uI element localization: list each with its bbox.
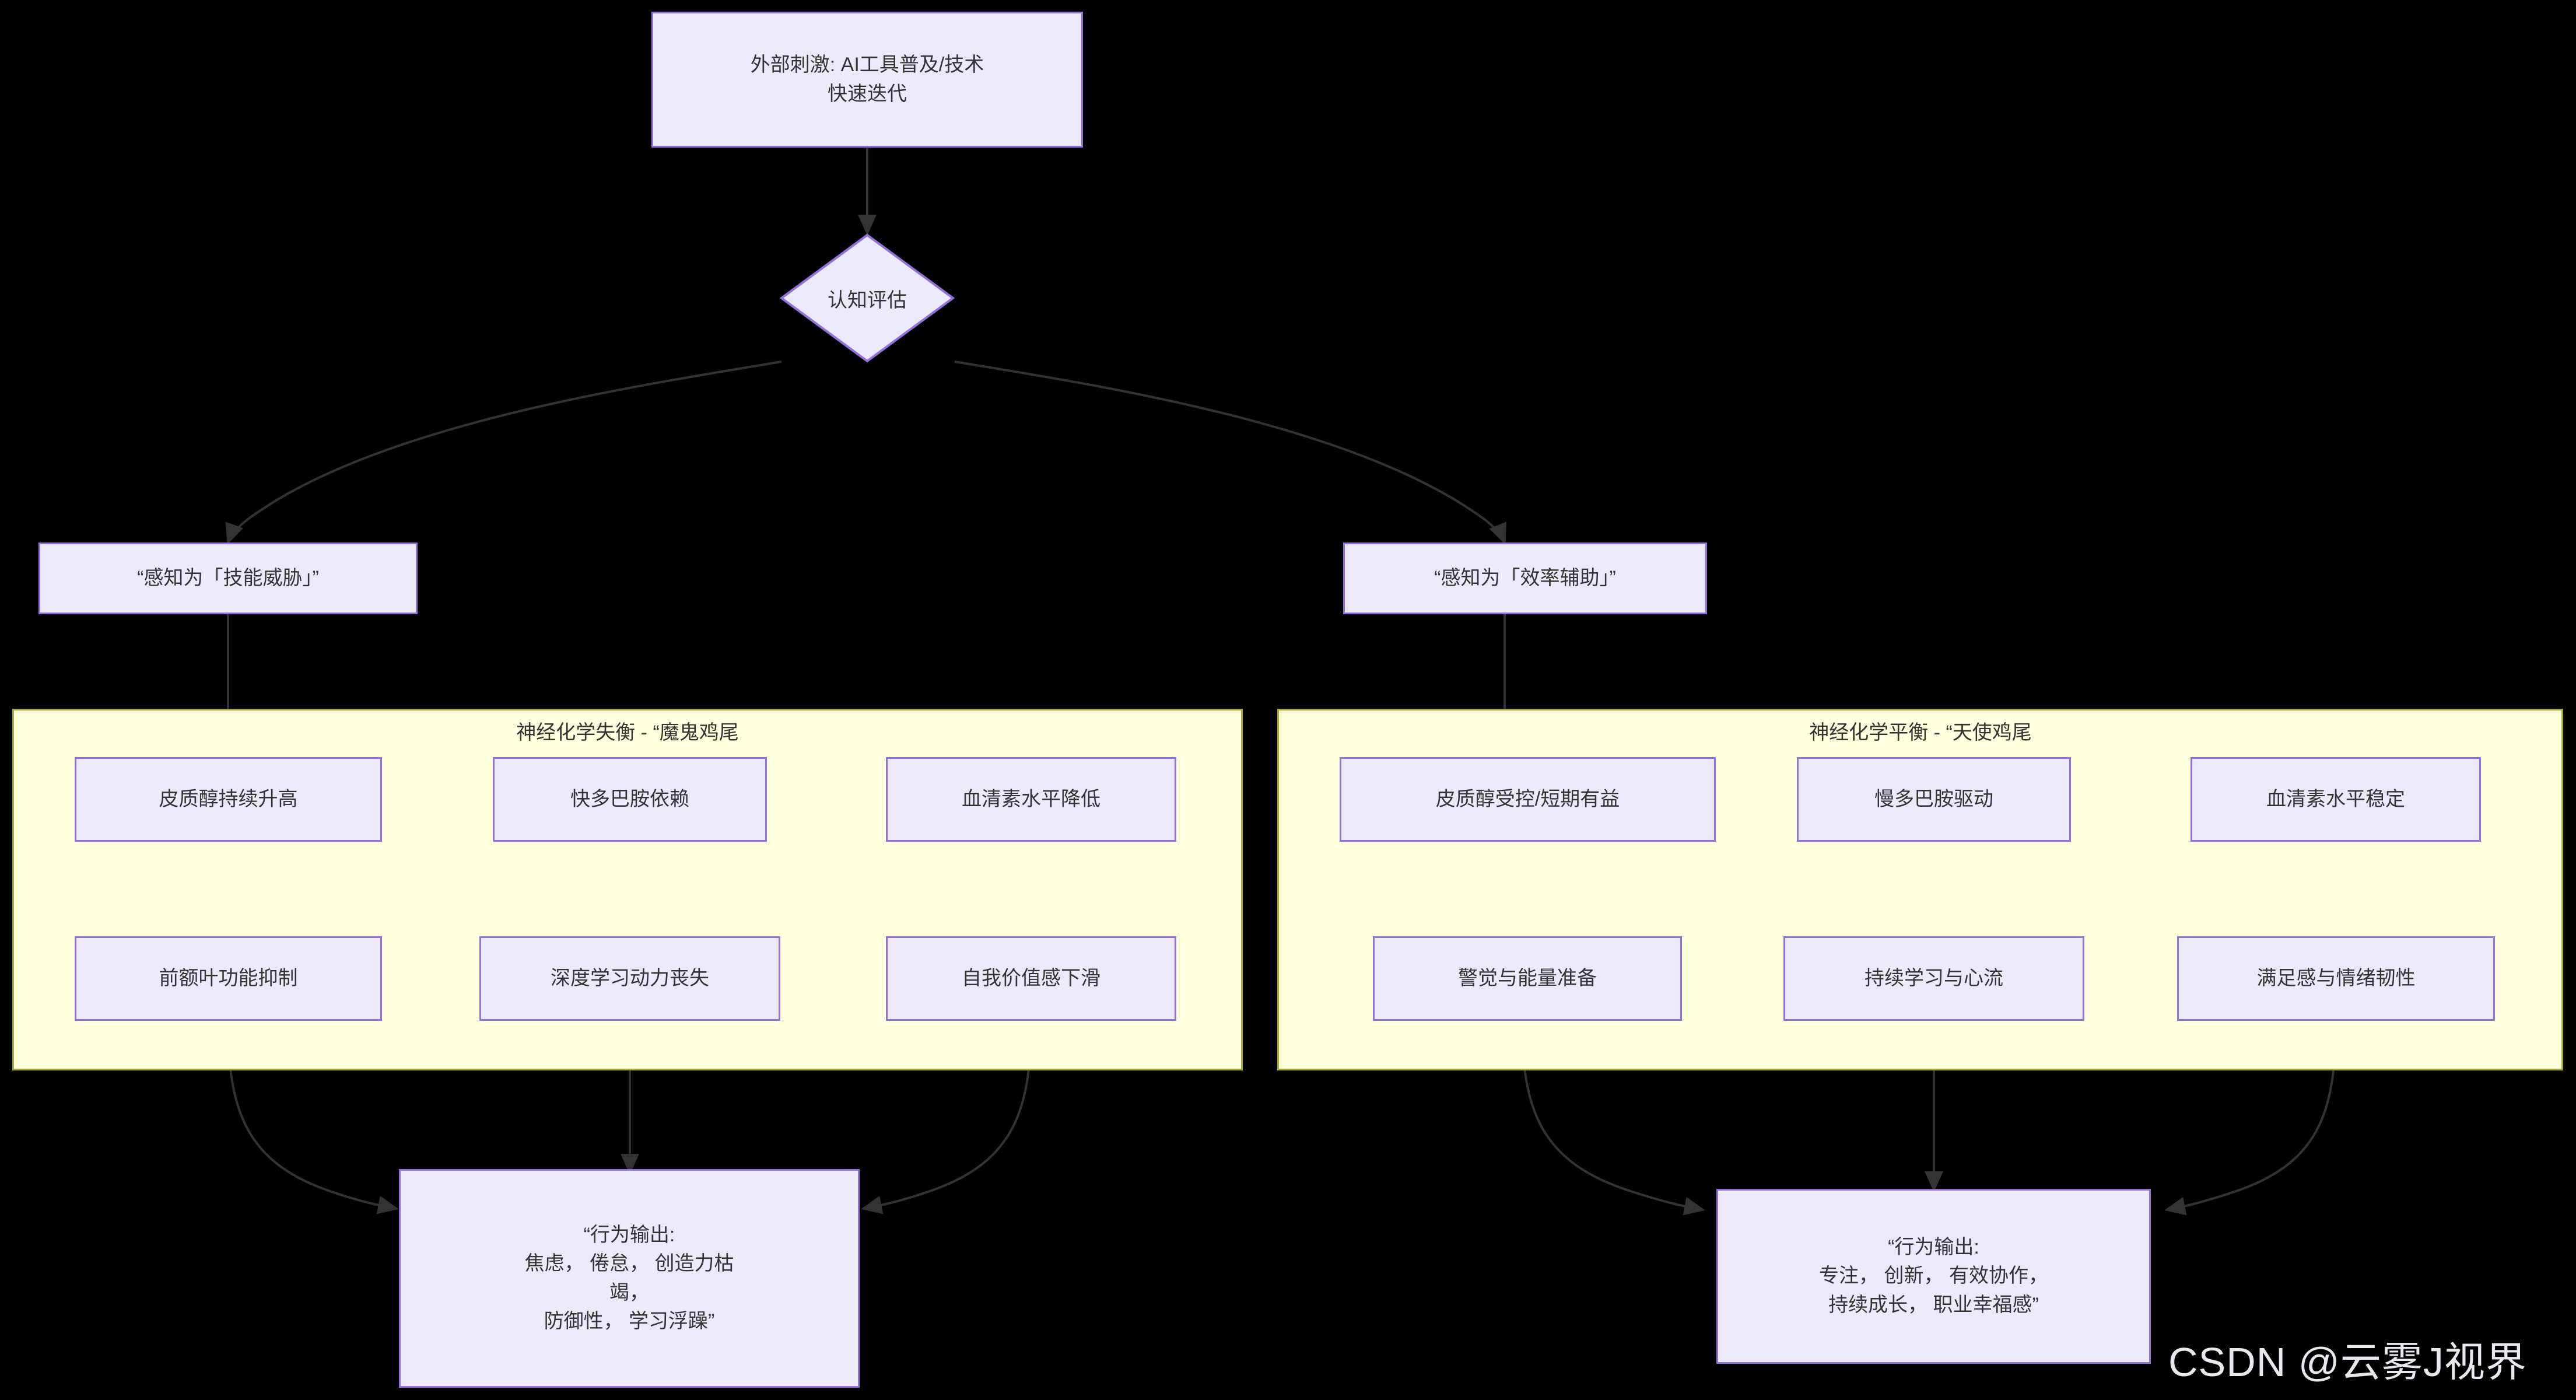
edge-angel-c-outcome	[1521, 1020, 1705, 1216]
node-devil-outcome[interactable]: “行为输出: 焦虑， 倦怠， 创造力枯 竭， 防御性， 学习浮躁”	[399, 1169, 860, 1388]
node-devil-cortisol-effect[interactable]: 前额叶功能抑制	[75, 936, 382, 1021]
node-devil-dopamine-effect[interactable]: 深度学习动力丧失	[479, 936, 780, 1021]
node-cognitive-appraisal-label: 认知评估	[828, 289, 907, 312]
node-angel-cortisol[interactable]: 皮质醇受控/短期有益	[1340, 757, 1716, 842]
diamond-shape	[780, 233, 955, 363]
node-angel-dopamine[interactable]: 慢多巴胺驱动	[1797, 757, 2071, 842]
csdn-watermark: CSDN @云雾J视界	[2168, 1339, 2527, 1385]
edge-devil-c-outcome	[227, 1020, 399, 1214]
node-angel-outcome[interactable]: “行为输出: 专注， 创新， 有效协作， 持续成长， 职业幸福感”	[1716, 1189, 2151, 1364]
cluster-angel-label: 神经化学平衡 - “天使鸡尾	[1809, 722, 2032, 744]
edge-devil-s-outcome	[861, 1020, 1032, 1214]
node-angel-serotonin[interactable]: 血清素水平稳定	[2191, 757, 2481, 842]
node-external-stimulus[interactable]: 外部刺激: AI工具普及/技术 快速迭代	[651, 12, 1083, 148]
node-angel-dopamine-effect[interactable]: 持续学习与心流	[1783, 936, 2084, 1021]
node-devil-serotonin[interactable]: 血清素水平降低	[886, 757, 1176, 842]
node-devil-serotonin-effect[interactable]: 自我价值感下滑	[886, 936, 1176, 1021]
node-angel-serotonin-effect[interactable]: 满足感与情绪韧性	[2177, 936, 2495, 1021]
node-devil-cortisol[interactable]: 皮质醇持续升高	[75, 757, 382, 842]
node-angel-cortisol-effect[interactable]: 警觉与能量准备	[1373, 936, 1682, 1021]
node-devil-dopamine[interactable]: 快多巴胺依赖	[493, 757, 767, 842]
edge-angel-s-outcome	[2164, 1020, 2337, 1216]
node-cognitive-appraisal[interactable]: 认知评估	[780, 233, 955, 363]
node-perceived-threat[interactable]: “感知为「技能威胁」”	[38, 542, 418, 614]
cluster-devil-label: 神经化学失衡 - “魔鬼鸡尾	[516, 722, 739, 744]
edge-appraisal-threat	[225, 360, 782, 545]
edge-appraisal-assist	[954, 360, 1506, 545]
node-perceived-assist[interactable]: “感知为「效率辅助」”	[1343, 542, 1707, 614]
